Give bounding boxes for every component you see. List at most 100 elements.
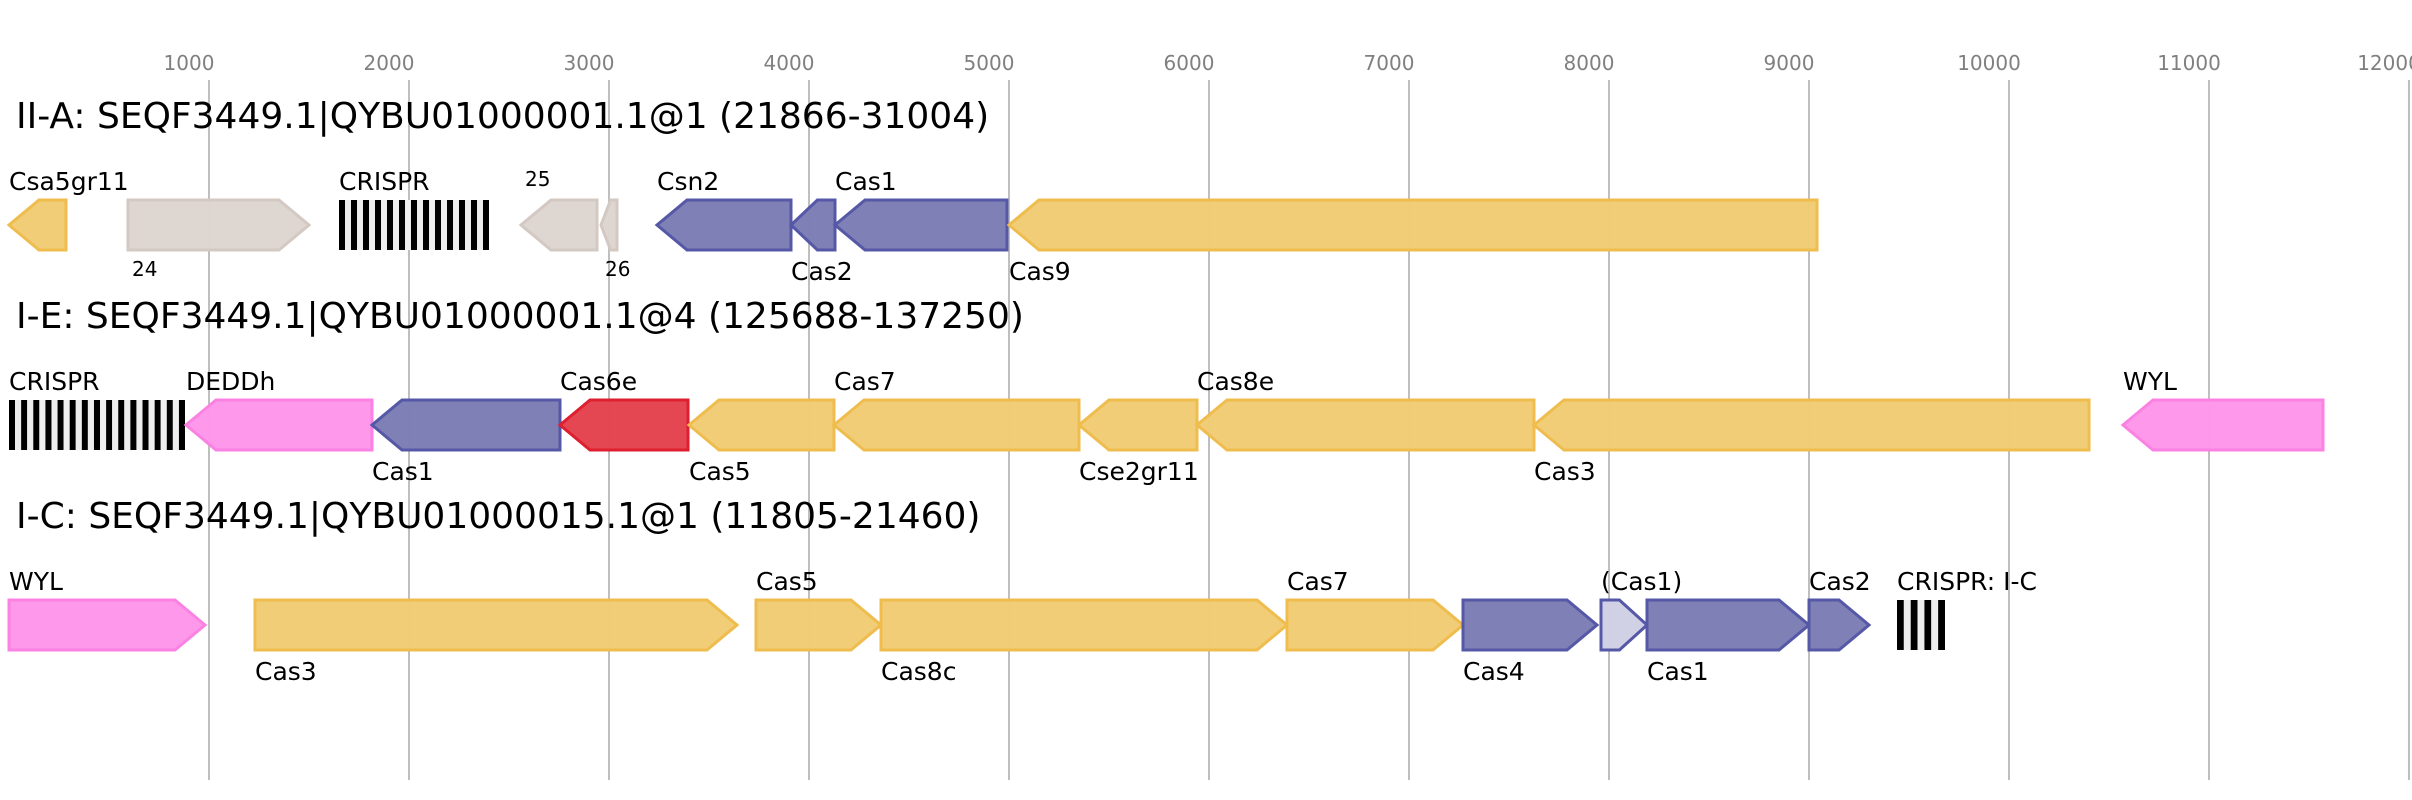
gene-unknown[interactable]: 24 bbox=[126, 198, 312, 281]
gene-arrow[interactable] bbox=[2120, 398, 2325, 452]
gene-arrow[interactable] bbox=[879, 598, 1290, 652]
gene-adaptation[interactable]: Cas2 bbox=[1807, 567, 1872, 652]
gene-arrow[interactable] bbox=[1531, 398, 2091, 452]
gene-unknown[interactable]: 25 bbox=[518, 167, 599, 252]
crispr-repeat bbox=[33, 400, 40, 450]
locus-row: II-A: SEQF3449.1|QYBU01000001.1@1 (21866… bbox=[6, 96, 1819, 286]
gene-adaptation[interactable]: Csn2 bbox=[654, 167, 793, 252]
gene-adaptation[interactable]: Cas1 bbox=[832, 167, 1009, 252]
gene-arrow[interactable] bbox=[1807, 598, 1872, 652]
gene-label: Cas3 bbox=[1534, 457, 1596, 486]
gene-effector[interactable]: Cas3 bbox=[1531, 398, 2091, 486]
gene-arrow[interactable] bbox=[1599, 598, 1650, 652]
gene-effector[interactable]: Csa5gr11 bbox=[6, 167, 129, 252]
gene-arrow[interactable] bbox=[788, 198, 837, 252]
tick-label: 2000 bbox=[364, 51, 415, 75]
crispr-repeat bbox=[178, 400, 185, 450]
crispr-spacer bbox=[429, 200, 435, 250]
crispr-repeat bbox=[45, 400, 52, 450]
locus-title: I-E: SEQF3449.1|QYBU01000001.1@4 (125688… bbox=[16, 296, 1024, 337]
gene-crispr[interactable]: CRISPR bbox=[9, 367, 185, 450]
locus-row: I-E: SEQF3449.1|QYBU01000001.1@4 (125688… bbox=[9, 296, 2325, 486]
gene-label: Cse2gr11 bbox=[1079, 457, 1199, 486]
tick-label: 7000 bbox=[1364, 51, 1415, 75]
gene-arrow[interactable] bbox=[754, 598, 884, 652]
gene-arrow[interactable] bbox=[1285, 598, 1466, 652]
crispr-repeat bbox=[154, 400, 161, 450]
gene-adaptation[interactable]: Cas1 bbox=[1645, 598, 1812, 686]
gene-arrow[interactable] bbox=[126, 198, 312, 252]
tick-label: 1000 bbox=[164, 51, 215, 75]
crispr-repeat bbox=[9, 400, 16, 450]
gene-label: 25 bbox=[525, 167, 550, 191]
gene-adaptation[interactable]: Cas4 bbox=[1461, 598, 1600, 686]
gene-label: Cas3 bbox=[255, 657, 317, 686]
gene-label: Cas9 bbox=[1009, 257, 1071, 286]
crispr-repeat bbox=[435, 200, 441, 250]
gene-arrow[interactable] bbox=[599, 198, 619, 252]
gene-effector[interactable]: Cas7 bbox=[1285, 567, 1466, 652]
gene-arrow[interactable] bbox=[1461, 598, 1600, 652]
locus-title: II-A: SEQF3449.1|QYBU01000001.1@1 (21866… bbox=[16, 96, 989, 137]
gene-arrow[interactable] bbox=[7, 598, 208, 652]
gene-label: Cas7 bbox=[1287, 567, 1349, 596]
crispr-spacer bbox=[477, 200, 483, 250]
gene-crispr[interactable]: CRISPR bbox=[339, 167, 489, 250]
gene-label: DEDDh bbox=[186, 367, 275, 396]
crispr-spacer bbox=[148, 400, 155, 450]
gene-effector[interactable]: Cas7 bbox=[831, 367, 1081, 452]
gene-label: CRISPR: I-C bbox=[1897, 567, 2037, 596]
gene-effector[interactable]: Cas5 bbox=[754, 567, 884, 652]
gene-arrow[interactable] bbox=[1194, 398, 1536, 452]
gene-arrow[interactable] bbox=[1006, 198, 1819, 252]
gene-arrow[interactable] bbox=[832, 198, 1009, 252]
gene-arrow[interactable] bbox=[1076, 398, 1199, 452]
tick-label: 5000 bbox=[964, 51, 1015, 75]
gene-arrow[interactable] bbox=[183, 398, 374, 452]
crispr-spacer bbox=[417, 200, 423, 250]
tick-label: 6000 bbox=[1164, 51, 1215, 75]
gene-effector[interactable]: Cse2gr11 bbox=[1076, 398, 1199, 486]
crispr-spacer bbox=[136, 400, 143, 450]
crispr-repeat bbox=[166, 400, 173, 450]
gene-arrow[interactable] bbox=[557, 398, 690, 452]
gene-effector[interactable]: Cas9 bbox=[1006, 198, 1819, 286]
gene-arrow[interactable] bbox=[831, 398, 1081, 452]
gene-arrow[interactable] bbox=[654, 198, 793, 252]
crispr-repeat bbox=[351, 200, 357, 250]
gene-unknown[interactable]: 26 bbox=[599, 198, 630, 281]
gene-effector[interactable]: Cas8c bbox=[879, 598, 1290, 686]
gene-cas6[interactable]: Cas6e bbox=[557, 367, 690, 452]
gene-accessory[interactable]: DEDDh bbox=[183, 367, 374, 452]
gene-label: Cas1 bbox=[1647, 657, 1709, 686]
gene-label: (Cas1) bbox=[1601, 567, 1682, 596]
gene-effector[interactable]: Cas8e bbox=[1194, 367, 1536, 452]
gene-arrow[interactable] bbox=[253, 598, 740, 652]
gene-label: Cas1 bbox=[835, 167, 897, 196]
gene-effector[interactable]: Cas5 bbox=[686, 398, 836, 486]
gene-adaptation[interactable]: Cas2 bbox=[788, 198, 853, 286]
tick-label: 8000 bbox=[1564, 51, 1615, 75]
gene-crispr[interactable]: CRISPR: I-C bbox=[1897, 567, 2037, 650]
gene-arrow[interactable] bbox=[369, 398, 562, 452]
gene-effector[interactable]: Cas3 bbox=[253, 598, 740, 686]
tick-label: 3000 bbox=[564, 51, 615, 75]
gene-arrow[interactable] bbox=[518, 198, 599, 252]
crispr-repeat bbox=[118, 400, 125, 450]
gene-label: Cas2 bbox=[1809, 567, 1871, 596]
gene-arrow[interactable] bbox=[1645, 598, 1812, 652]
gene-accessory[interactable]: WYL bbox=[2120, 367, 2325, 452]
crispr-spacer bbox=[357, 200, 363, 250]
gene-arrow[interactable] bbox=[6, 198, 68, 252]
gene-partial[interactable]: (Cas1) bbox=[1599, 567, 1682, 652]
crispr-spacer bbox=[1917, 600, 1925, 650]
gene-adaptation[interactable]: Cas1 bbox=[369, 398, 562, 486]
crispr-spacer bbox=[63, 400, 70, 450]
gene-accessory[interactable]: WYL bbox=[7, 567, 208, 652]
crispr-repeat bbox=[57, 400, 64, 450]
crispr-repeat bbox=[142, 400, 149, 450]
gene-arrow[interactable] bbox=[686, 398, 836, 452]
crispr-repeat bbox=[1897, 600, 1904, 650]
